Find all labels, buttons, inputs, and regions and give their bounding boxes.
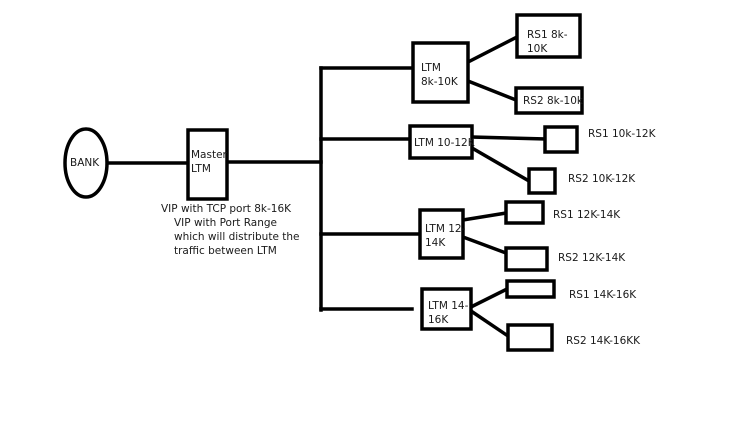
master-ltm-note-4: traffic between LTM xyxy=(174,245,277,257)
ltm-label-3-line2: 14K xyxy=(425,237,446,249)
server-node-1-1 xyxy=(515,13,582,59)
server-label-1-1-line1: RS1 8k- xyxy=(527,29,568,41)
bank-label: BANK xyxy=(70,157,100,169)
server-node-3-2 xyxy=(504,246,549,272)
server-label-4-2: RS2 14K-16KK xyxy=(566,335,641,347)
master-ltm-note-1: VIP with TCP port 8k-16K xyxy=(161,203,292,215)
ltm-label-3: LTM 12- 14K xyxy=(425,222,465,250)
edge-ltm3-rs1 xyxy=(460,210,509,223)
ltm-label-1: LTM 8k-10K xyxy=(421,61,458,89)
server-label-1-2: RS2 8k-10k xyxy=(523,95,583,107)
ltm-label-1-line2: 8k-10K xyxy=(421,76,458,88)
edge-ltm2-rs1 xyxy=(470,135,547,141)
edge-ltm4-rs1 xyxy=(468,286,510,310)
server-label-1-1-line2: 10K xyxy=(527,43,548,55)
master-ltm-label-line2: LTM xyxy=(191,163,211,175)
ltm-node-4 xyxy=(420,287,473,331)
ltm-node-3 xyxy=(418,208,465,260)
server-node-4-1 xyxy=(505,279,556,299)
edge-ltm1-rs1 xyxy=(465,34,520,65)
ltm-label-1-line1: LTM xyxy=(421,62,441,74)
server-label-2-1: RS1 10k-12K xyxy=(588,128,656,140)
server-label-4-1: RS1 14K-16K xyxy=(569,289,637,301)
edge-ltm3-rs2 xyxy=(460,234,509,256)
ltm-label-4: LTM 14- 16K xyxy=(428,299,468,327)
ltm-label-3-line1: LTM 12- xyxy=(425,223,466,235)
master-ltm-label-line1: Master xyxy=(191,149,227,161)
ltm-label-2-line1: LTM 10-12K xyxy=(414,137,475,149)
server-label-3-1: RS1 12K-14K xyxy=(553,209,621,221)
server-node-4-2 xyxy=(506,323,554,352)
bank-node xyxy=(63,127,109,199)
ltm-label-4-line2: 16K xyxy=(428,314,449,326)
ltm-node-1 xyxy=(411,41,470,104)
master-ltm-label: Master LTM xyxy=(191,148,227,176)
server-label-2-2: RS2 10K-12K xyxy=(568,173,636,185)
server-node-2-2 xyxy=(527,167,557,195)
server-label-1-1: RS1 8k- 10K xyxy=(527,28,568,56)
server-label-3-2: RS2 12K-14K xyxy=(558,252,626,264)
ltm-label-4-line1: LTM 14- xyxy=(428,300,469,312)
ltm-label-2: LTM 10-12K xyxy=(414,136,475,150)
edge-ltm2-rs2 xyxy=(469,145,532,184)
master-ltm-note-2: VIP with Port Range xyxy=(174,217,277,229)
master-ltm-node xyxy=(186,128,229,201)
edge-ltm4-rs2 xyxy=(468,308,511,339)
ltm-node-2 xyxy=(408,124,474,160)
edge-ltm1-rs2 xyxy=(465,78,519,103)
server-node-1-2 xyxy=(514,86,584,115)
master-ltm-note-3: which will distribute the xyxy=(174,231,300,243)
server-node-3-1 xyxy=(504,200,545,225)
server-node-2-1 xyxy=(543,125,579,154)
